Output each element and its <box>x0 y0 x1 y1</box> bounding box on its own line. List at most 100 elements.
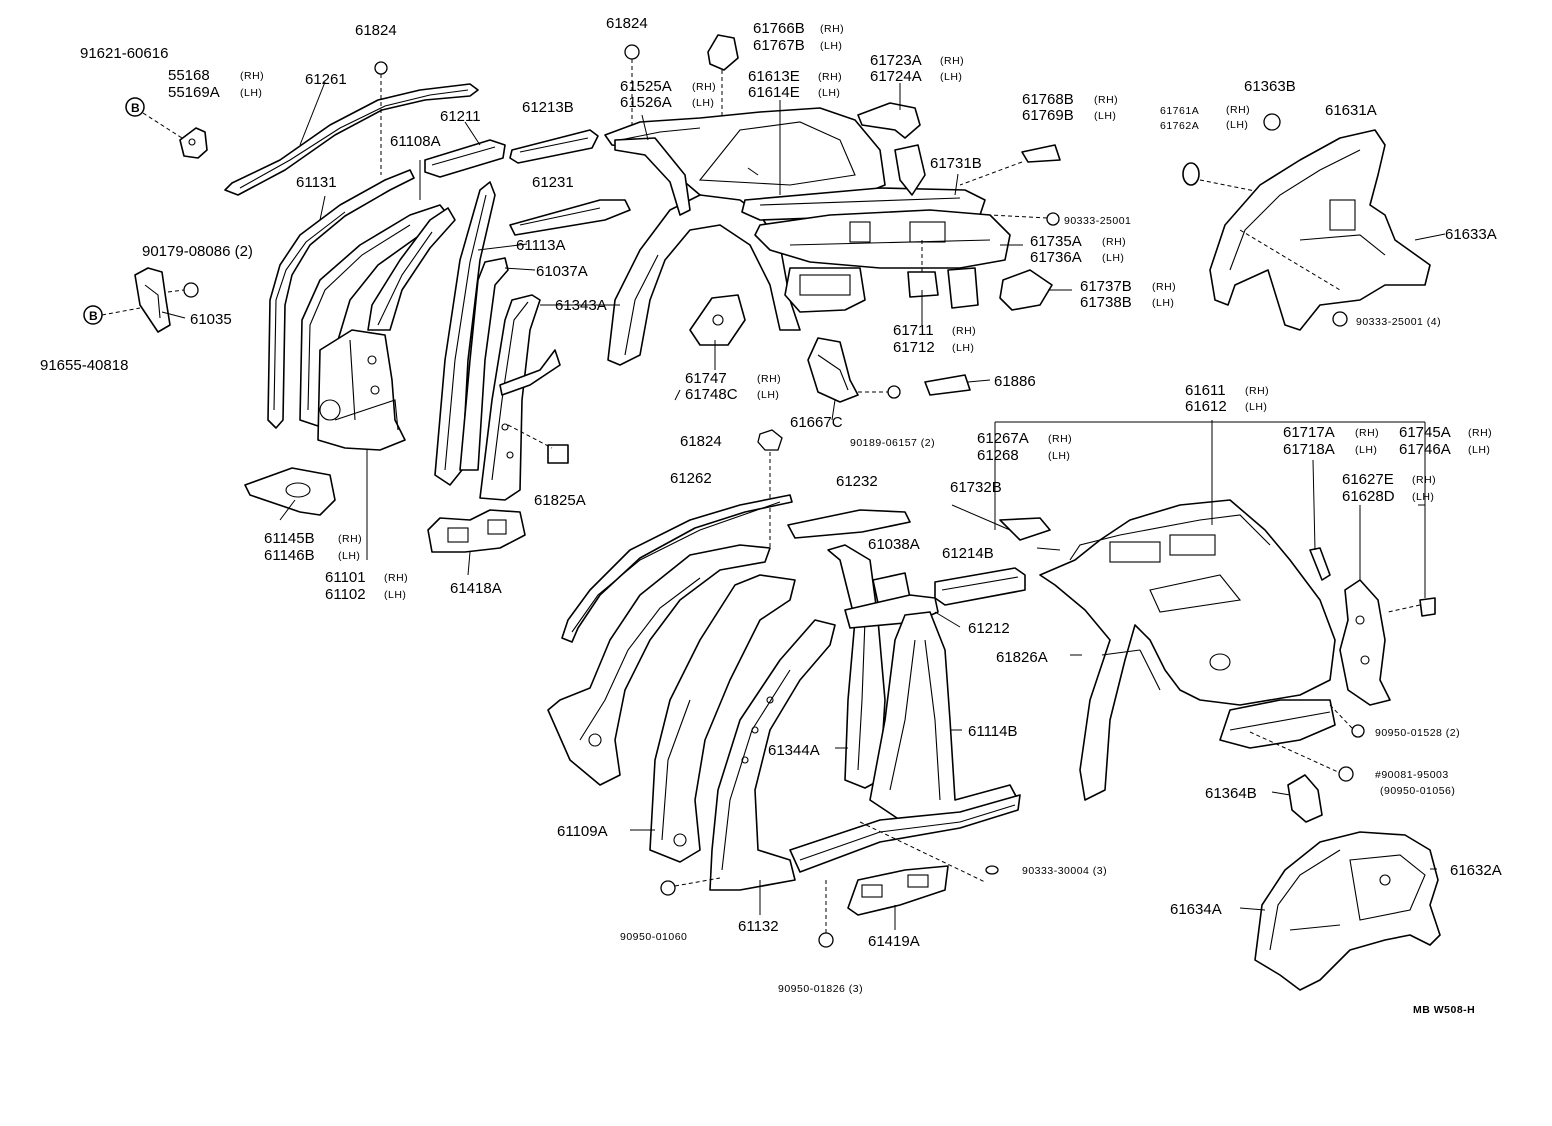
side-label: (LH) <box>1152 297 1174 309</box>
part-label: 61768B <box>1022 91 1074 108</box>
nut-90950-01528 <box>1351 724 1365 738</box>
part-label: 61746A <box>1399 441 1451 458</box>
part-label: 61231 <box>532 174 574 191</box>
screw-90189-06157 <box>887 385 901 399</box>
side-label: (LH) <box>1048 450 1070 462</box>
part-label: 90189-06157 (2) <box>850 437 935 449</box>
nut-90081-95003 <box>1338 766 1354 782</box>
side-label: (RH) <box>1355 427 1379 439</box>
part-label: 61747 <box>685 370 727 387</box>
wheelhouse-inner-61632a <box>1254 831 1441 991</box>
side-label: (LH) <box>1226 119 1248 131</box>
part-label: 61761A <box>1160 105 1199 117</box>
side-label: (RH) <box>1468 427 1492 439</box>
part-labels: 91621-60616 55168 (RH) 55169A (LH) 61824… <box>40 15 1502 1016</box>
part-label: 61717A <box>1283 424 1335 441</box>
bracket-61886 <box>924 374 971 396</box>
nut-90950-01826 <box>818 932 834 948</box>
part-label: 61035 <box>190 311 232 328</box>
side-label: (LH) <box>1355 444 1377 456</box>
part-label: 61214B <box>942 545 994 562</box>
bracket-61711-b <box>907 271 939 298</box>
side-label: (RH) <box>818 71 842 83</box>
bracket-61747 <box>689 294 746 346</box>
part-label: 61262 <box>670 470 712 487</box>
part-label: 61267A <box>977 430 1029 447</box>
part-label: 61212 <box>968 620 1010 637</box>
pillar-inner-61109a <box>649 574 796 863</box>
part-label: 61525A <box>620 78 672 95</box>
center-pillar-61343a <box>479 294 541 501</box>
part-label: 90950-01060 <box>620 931 687 943</box>
side-label: (RH) <box>820 23 844 35</box>
reference-marker-b <box>125 97 145 117</box>
panel-61735a <box>754 209 1011 269</box>
part-label: 61712 <box>893 339 935 356</box>
pillar-61132 <box>709 619 836 891</box>
part-label: 91621-60616 <box>80 45 168 62</box>
part-label: 90333-25001 <box>1064 215 1131 227</box>
part-label: 61745A <box>1399 424 1451 441</box>
reinforcement-61419a <box>847 865 949 916</box>
part-label: 61824 <box>606 15 648 32</box>
part-label: 61718A <box>1283 441 1335 458</box>
side-label: (LH) <box>757 389 779 401</box>
part-label: 61114B <box>968 723 1018 740</box>
clip-61745a <box>1419 597 1436 617</box>
center-pillar-61037a <box>459 257 509 471</box>
side-label: (LH) <box>240 87 262 99</box>
part-label: 61418A <box>450 580 502 597</box>
part-label: 90950-01528 (2) <box>1375 727 1460 739</box>
part-label: 61611 <box>1185 382 1226 399</box>
part-label: 61108A <box>390 133 441 150</box>
side-label: (LH) <box>818 87 840 99</box>
part-label: (90950-01056) <box>1380 785 1455 797</box>
side-label: (RH) <box>1094 94 1118 106</box>
part-label: 61762A <box>1160 120 1199 132</box>
bracket-61768b <box>1021 144 1061 163</box>
clip-90333-25001-x4 <box>1332 311 1348 327</box>
part-label: 55169A <box>168 84 220 101</box>
side-label: (LH) <box>1412 491 1434 503</box>
panel-61525a <box>614 137 691 216</box>
part-label: 61748C <box>685 386 738 403</box>
panel-61711 <box>784 267 866 313</box>
side-label: (LH) <box>952 342 974 354</box>
part-label: 90179-08086 (2) <box>142 243 253 260</box>
side-label: (RH) <box>1152 281 1176 293</box>
part-label: 61667C <box>790 414 843 431</box>
part-label: 90333-25001 (4) <box>1356 316 1441 328</box>
cap-61363b <box>1263 113 1281 131</box>
part-label: 61738B <box>1080 294 1132 311</box>
part-label: 61735A <box>1030 233 1082 250</box>
part-label: 61632A <box>1450 862 1502 879</box>
part-label: 61113A <box>516 237 566 254</box>
bracket-61766b <box>707 34 739 71</box>
part-label: 61711 <box>893 322 934 339</box>
side-label: (RH) <box>384 572 408 584</box>
front-pillar-outer-61109a <box>547 544 771 786</box>
part-label: 61826A <box>996 649 1048 666</box>
part-label: 61633A <box>1445 226 1497 243</box>
part-label: 61628D <box>1342 488 1395 505</box>
reinforcement-61213b <box>509 129 599 164</box>
bracket-61145b <box>244 467 336 516</box>
clip-90333-30004 <box>985 865 999 875</box>
bracket-61712 <box>947 267 979 309</box>
part-label: 61146B <box>264 547 315 564</box>
roof-side-rail-61262 <box>561 494 793 643</box>
part-label: 61132 <box>738 918 779 935</box>
part-label: 61613E <box>748 68 800 85</box>
side-label: (RH) <box>757 373 781 385</box>
nut-90950-01060 <box>660 880 676 896</box>
center-pillar-61114b <box>869 611 1019 821</box>
part-label: 61419A <box>868 933 920 950</box>
side-label: (RH) <box>1048 433 1072 445</box>
part-label: 61037A <box>536 263 588 280</box>
grommet-61824-c <box>757 429 783 451</box>
side-label: (RH) <box>1226 104 1250 116</box>
part-label: 61131 <box>296 174 337 191</box>
leader-lines <box>161 81 1446 930</box>
part-label: 61766B <box>753 20 805 37</box>
